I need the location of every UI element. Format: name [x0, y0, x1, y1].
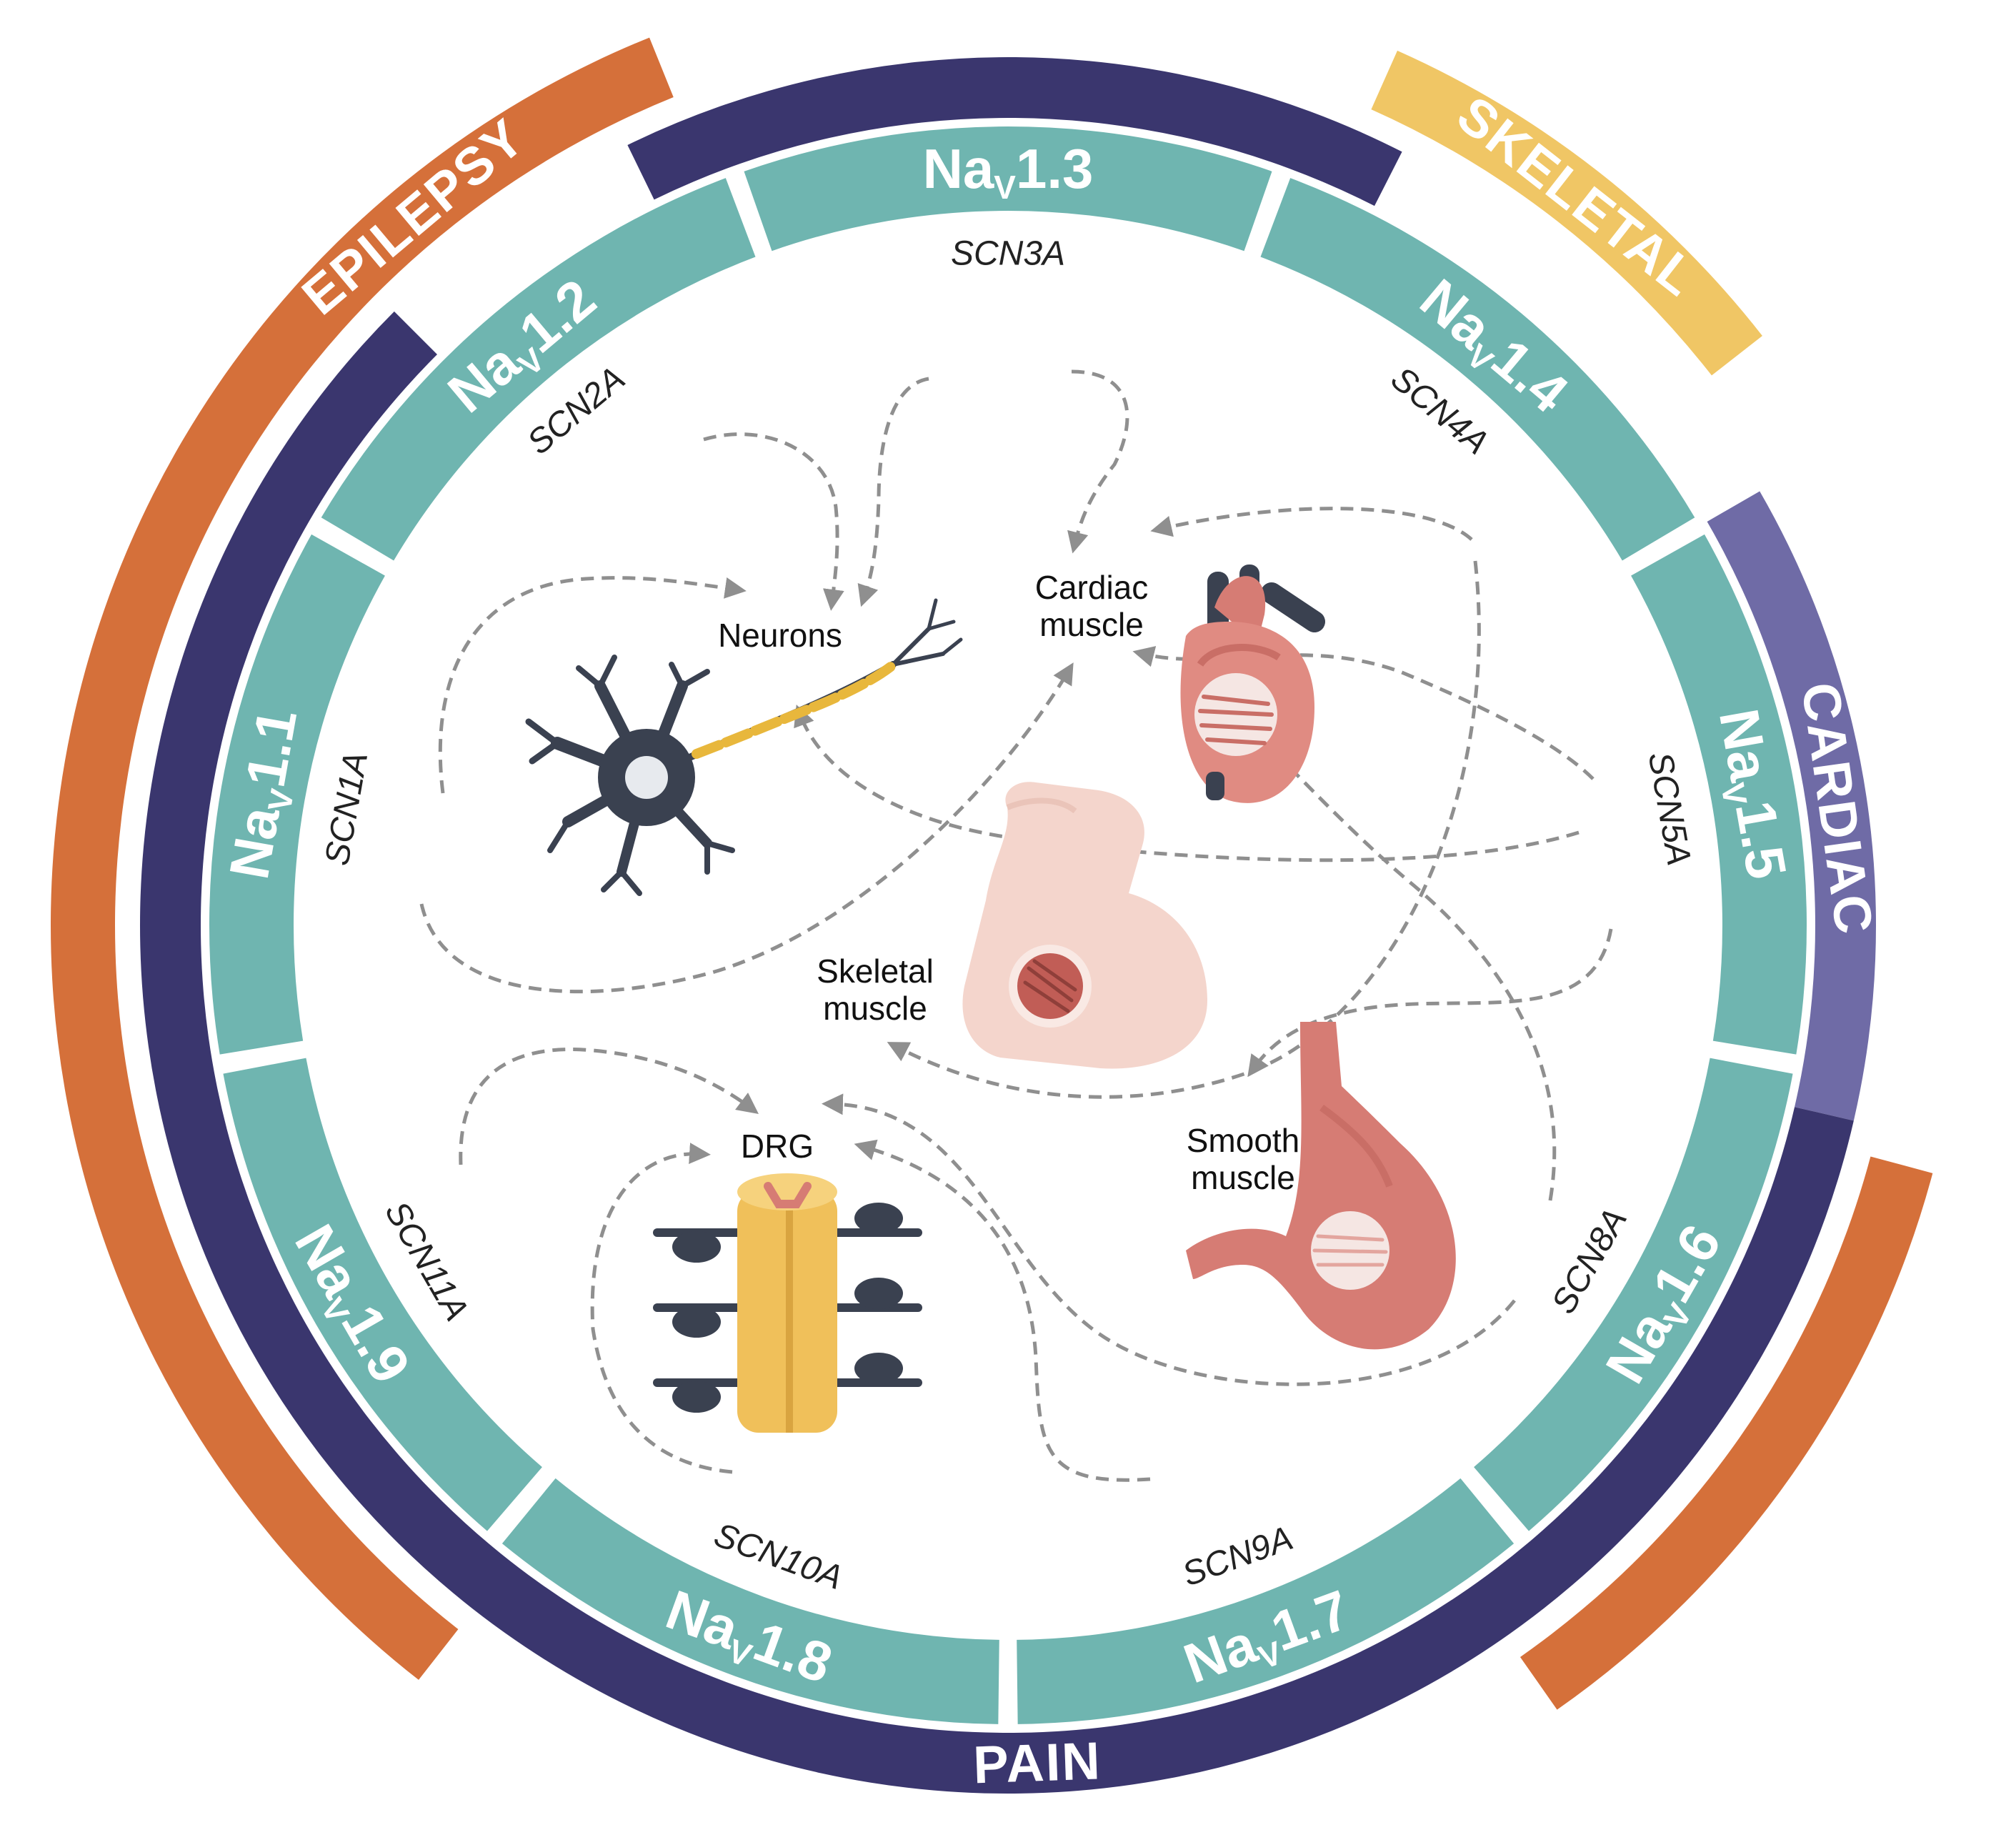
connector-scn1a-neurons — [438, 576, 747, 794]
stomach-illustration — [1186, 1022, 1456, 1350]
connector-scn3a-neurons — [857, 377, 929, 607]
channel-segment-nav1-2 — [321, 178, 756, 561]
connector-scn8a-drg — [822, 1093, 1516, 1386]
channel-segment-nav1-6 — [1474, 1058, 1793, 1531]
disease-band-pain — [139, 311, 1854, 1794]
connector-scn4a-skeletal — [887, 560, 1481, 1099]
connector-scn4a-cardiac — [1150, 507, 1473, 541]
channel-label-nav1-5: NaV1.5 — [1702, 705, 1799, 885]
channel-segment-nav1-8 — [501, 1478, 999, 1724]
connector-scn9a-drg — [854, 1139, 1151, 1482]
channel-segment-nav1-5 — [1631, 534, 1807, 1055]
tissue-smooth-label-line2: muscle — [1191, 1159, 1295, 1196]
channel-segment-nav1-7 — [1017, 1478, 1515, 1724]
channel-label-nav1-1: NaV1.1 — [217, 705, 314, 885]
connector-scn3a-cardiac — [1067, 369, 1129, 554]
heart-illustration — [1180, 565, 1325, 803]
band-label-epilepsy: EPILEPSY — [291, 107, 536, 326]
channel-segment-nav1-9 — [223, 1058, 542, 1531]
band-label-skeletal: SKELETAL — [1447, 84, 1709, 307]
disease-band-epilepsy — [51, 37, 674, 1680]
disease-band-nav16-band — [1520, 1156, 1933, 1710]
tissue-drg-label: DRG — [741, 1128, 814, 1165]
channel-label-nav1-3: NaV1.3 — [923, 137, 1094, 206]
gene-label-scn3a: SCN3A — [951, 235, 1065, 273]
channel-segment-nav1-4 — [1260, 178, 1695, 561]
tissue-smooth-label-line1: Smooth — [1187, 1122, 1300, 1159]
connector-scn1a-cardiac — [419, 662, 1074, 994]
arm-illustration — [962, 782, 1207, 1069]
tissue-skeletal-label-line2: muscle — [823, 990, 927, 1027]
tissue-labels: Neurons Cardiac muscle Skeletal muscle S… — [718, 569, 1299, 1196]
disease-band-cardiac — [1707, 491, 1876, 1121]
tissue-skeletal-label-line1: Skeletal — [817, 953, 934, 990]
tissue-cardiac-label-line1: Cardiac — [1035, 569, 1149, 606]
connector-scn5a-smooth — [1247, 928, 1613, 1078]
drg-illustration — [653, 1173, 922, 1433]
disease-band-nav13-band — [627, 56, 1402, 207]
connector-scn2a-neurons — [703, 432, 844, 611]
tissue-cardiac-label-line2: muscle — [1039, 606, 1144, 643]
tissue-neurons-label: Neurons — [718, 617, 842, 654]
neuron-illustration — [525, 598, 963, 896]
connector-scn10a-drg — [590, 1143, 733, 1474]
connector-scn11a-drg — [459, 1048, 759, 1165]
band-label-pain: PAIN — [972, 1731, 1102, 1794]
channel-segment-nav1-3 — [744, 126, 1272, 252]
disease-band-skeletal — [1371, 50, 1762, 376]
channel-segment-nav1-1 — [209, 534, 385, 1055]
channel-ring: NaV1.3NaV1.4NaV1.5NaV1.6NaV1.7NaV1.8NaV1… — [209, 126, 1807, 1724]
